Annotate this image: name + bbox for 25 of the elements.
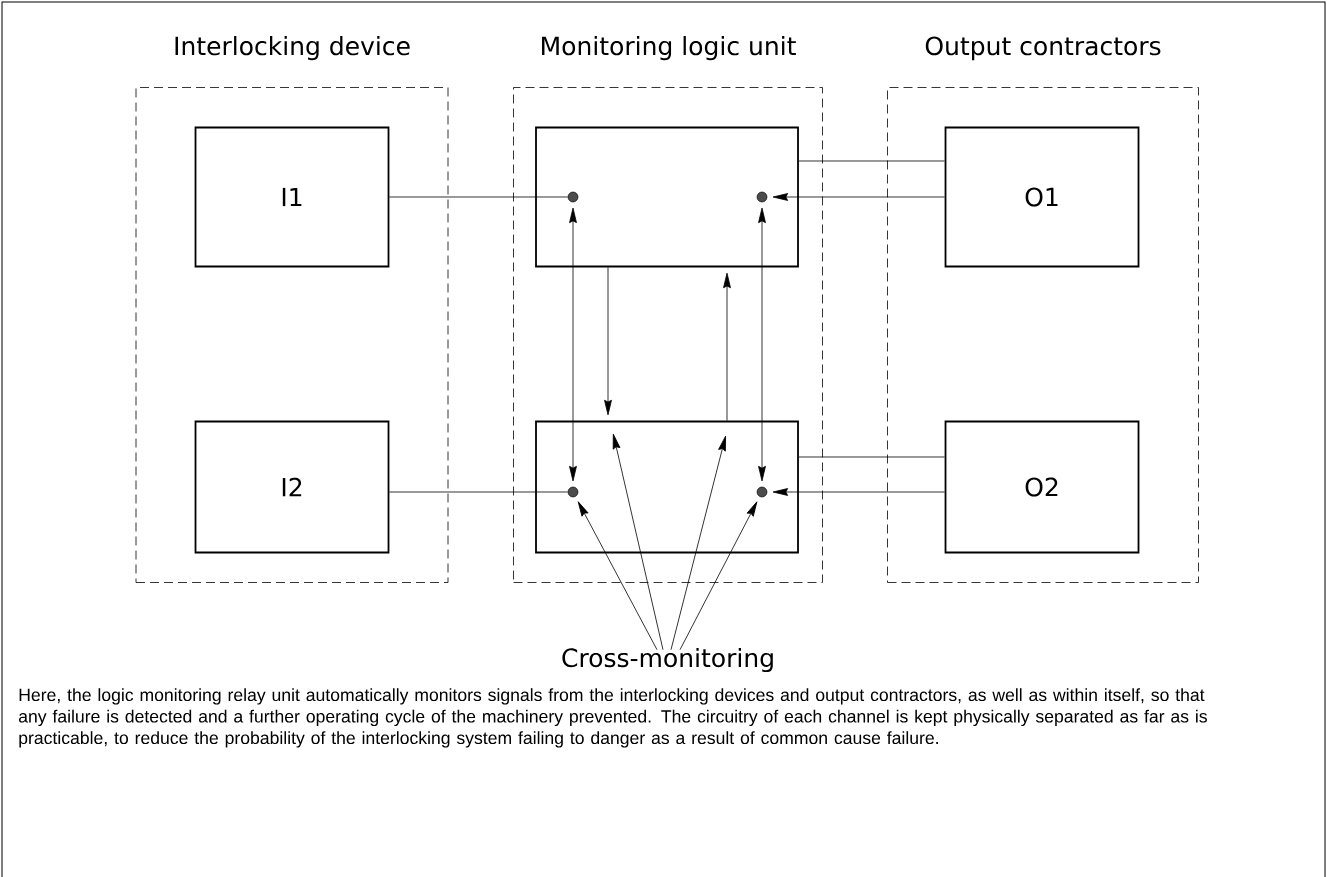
arrow (772, 488, 945, 496)
connector-line (798, 456, 945, 458)
block-box: O1 (944, 126, 1140, 268)
connector-line (798, 160, 945, 162)
leader-arrow (679, 501, 758, 651)
arrow (604, 267, 612, 416)
connector-line (389, 196, 569, 198)
arrow (569, 207, 577, 482)
block-box: I2 (194, 420, 390, 554)
group-heading: Output contractors (925, 36, 1161, 61)
arrow (772, 193, 945, 201)
group-heading: Monitoring logic unit (542, 36, 796, 61)
caption-paragraph: Here, the logic monitoring relay unit automatically monitors signals from the interlocking devices and output contractors, as well as within itself, so that any failure is detected and a further operating cycle of the machinery prevented. The circuitry of each channel is kept physically separated as far as is practicable, to reduce the probability of the interlocking system failing to danger as a result of common cause failure. (18, 688, 1207, 748)
connector-line (389, 491, 569, 493)
block-box (535, 420, 799, 554)
leader-arrow (577, 501, 658, 651)
arrow (758, 207, 766, 482)
annotation-label: Cross-monitoring (562, 647, 773, 673)
leader-arrow (670, 435, 726, 651)
block-box: O2 (944, 420, 1140, 554)
arrow (723, 272, 731, 421)
block-box (535, 126, 799, 268)
leader-arrow (612, 433, 664, 651)
block-box: I1 (194, 126, 390, 268)
group-heading: Interlocking device (175, 36, 410, 61)
